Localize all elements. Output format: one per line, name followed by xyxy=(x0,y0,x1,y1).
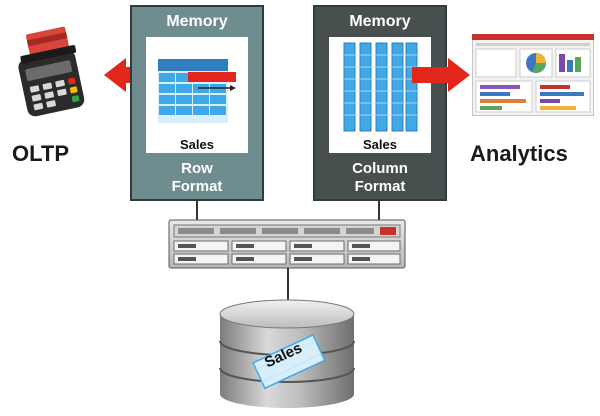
row-panel-title: Memory xyxy=(166,13,228,30)
row-table-icon xyxy=(158,59,236,123)
oltp-label: OLTP xyxy=(12,141,70,166)
column-panel-connector xyxy=(378,199,380,221)
analytics-dashboard-icon xyxy=(472,34,594,116)
row-format-panel: Memory Sales Row Format xyxy=(130,5,264,201)
column-format-inner: Sales xyxy=(329,37,431,153)
server-database-connector xyxy=(287,268,289,300)
row-format-line2: Format xyxy=(171,178,223,195)
column-format-line1: Column xyxy=(352,160,408,177)
arrow-right-icon xyxy=(412,58,470,92)
row-panel-connector xyxy=(196,199,198,221)
row-format-inner: Sales xyxy=(146,37,248,153)
row-sales-label: Sales xyxy=(180,137,214,152)
row-format-line1: Row xyxy=(181,160,213,177)
column-table-icon xyxy=(343,42,418,132)
column-format-panel: Memory Sales Column Format xyxy=(313,5,447,201)
card-terminal-icon xyxy=(18,26,85,117)
column-panel-title: Memory xyxy=(349,13,411,30)
server-icon xyxy=(168,219,406,269)
analytics-label: Analytics xyxy=(470,141,568,166)
column-sales-label: Sales xyxy=(363,137,397,152)
database-icon xyxy=(219,299,355,408)
column-format-line2: Format xyxy=(354,178,406,195)
